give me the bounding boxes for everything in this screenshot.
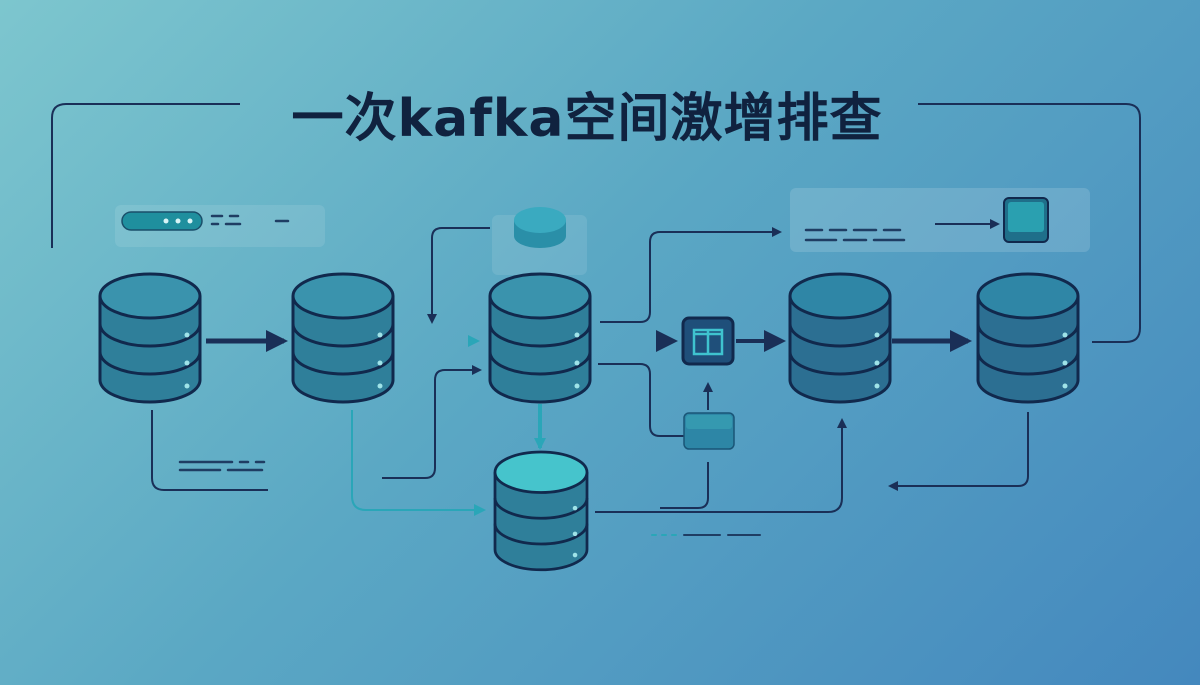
processor-node [681,316,735,366]
flow-db4-widget [660,462,709,509]
square-icon [683,412,735,450]
log-dashes-left-top [210,214,290,226]
branch-db3-top-panel [600,227,782,323]
database-icon [488,272,592,404]
diagram-title: 一次kafka空间激增排查 [291,88,883,149]
db-node-2 [291,272,395,404]
ellipse-widget [514,207,566,248]
db-node-5 [788,272,892,404]
title-frame-left [51,103,240,248]
database-icon [493,450,589,572]
database-icon [291,272,395,404]
log-dashes-left-bottom [178,460,266,472]
log-dashes-top-panel [804,228,906,242]
database-icon [98,272,202,404]
db-node-1 [98,272,202,404]
db-node-6 [976,272,1080,404]
return-db6 [888,412,1029,491]
database-icon [976,272,1080,404]
ellipse-icon [514,207,566,248]
package-icon [692,328,724,356]
flow-db2-db4 [351,410,486,516]
db-node-3 [488,272,592,404]
status-pill [121,211,203,231]
db-node-4 [493,450,589,572]
feedback-into-db3 [382,365,482,479]
square-icon [1003,197,1049,243]
top-widget [1003,197,1049,243]
small-widget [683,412,735,450]
database-icon [788,272,892,404]
branch-db3-widget [598,363,684,437]
title-frame-right [918,103,1141,343]
left-drop-line [151,410,268,491]
flow-db4-db5 [595,418,847,513]
loop-into-db3 [427,227,490,324]
